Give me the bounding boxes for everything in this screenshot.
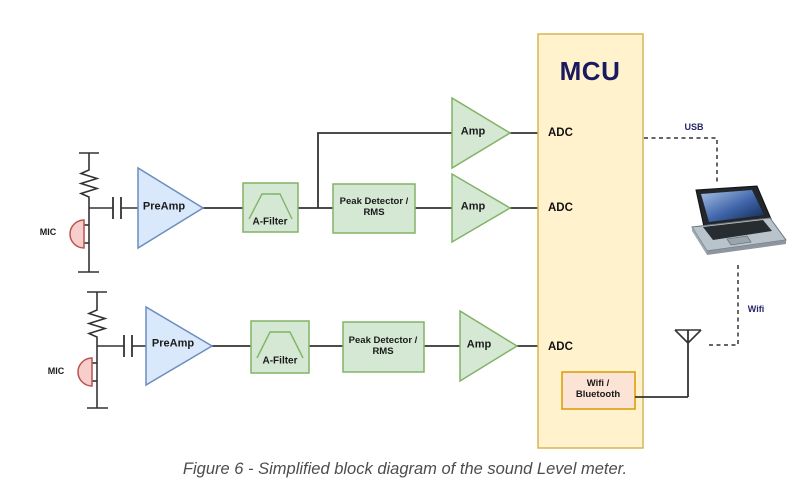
wifi-bluetooth-box xyxy=(561,371,636,410)
amp-mid-shape xyxy=(451,172,512,244)
adc-label-1: ADC xyxy=(548,127,573,139)
mic-symbol-top xyxy=(69,219,89,249)
peak-detector-top-box xyxy=(332,183,416,234)
peak-detector-top-label: Peak Detector / RMS xyxy=(339,196,409,219)
figure-caption: Figure 6 - Simplified block diagram of t… xyxy=(182,460,628,478)
wifi-link-line xyxy=(708,265,739,346)
mic-top-label: MIC xyxy=(39,226,57,237)
mic-circuit-bottom xyxy=(77,291,146,409)
wifi-bt-line2: Bluetooth xyxy=(575,389,621,400)
afilter-top-box xyxy=(242,182,299,233)
usb-label: USB xyxy=(684,121,704,132)
adc-label-2: ADC xyxy=(548,202,573,214)
wifi-bluetooth-label: Wifi / Bluetooth xyxy=(575,378,621,401)
capacitor-symbol xyxy=(112,197,122,219)
peak-detector-bottom-box xyxy=(342,321,425,373)
resistor-symbol xyxy=(86,306,108,340)
resistor-symbol xyxy=(78,166,100,200)
usb-link-line xyxy=(644,137,718,185)
afilter-bottom-label: A-Filter xyxy=(262,355,298,367)
peak-bottom-line1: Peak Detector / xyxy=(348,335,418,347)
bandpass-curve-icon xyxy=(248,193,293,220)
mic-bottom-label: MIC xyxy=(47,365,65,376)
mcu-title: MCU xyxy=(559,56,621,87)
preamp-bottom-shape xyxy=(145,305,214,387)
peak-top-line1: Peak Detector / xyxy=(339,196,409,208)
wifi-bt-line1: Wifi / xyxy=(586,378,610,390)
antenna-icon xyxy=(635,329,702,398)
afilter-bottom-box xyxy=(250,320,310,374)
mic-circuit-top xyxy=(69,152,138,273)
amp-top-label: Amp xyxy=(460,125,486,138)
mic-symbol-bottom xyxy=(77,357,97,387)
amp-bottom-label: Amp xyxy=(466,338,492,351)
peak-bottom-line2: RMS xyxy=(372,346,394,357)
peak-detector-bottom-label: Peak Detector / RMS xyxy=(348,335,418,358)
capacitor-symbol xyxy=(123,335,133,357)
peak-top-line2: RMS xyxy=(363,207,385,218)
preamp-top-label: PreAmp xyxy=(142,200,186,213)
amp-top-shape xyxy=(451,96,512,170)
laptop-icon xyxy=(691,185,787,255)
amp-bottom-shape xyxy=(459,309,519,383)
adc-label-3: ADC xyxy=(548,341,573,353)
amp-mid-label: Amp xyxy=(460,200,486,213)
preamp-bottom-label: PreAmp xyxy=(151,337,195,350)
preamp-top-shape xyxy=(137,166,205,250)
bandpass-curve-icon xyxy=(256,331,304,359)
signal-wires xyxy=(203,132,538,347)
wifi-label: Wifi xyxy=(747,303,765,314)
afilter-top-label: A-Filter xyxy=(252,216,288,228)
